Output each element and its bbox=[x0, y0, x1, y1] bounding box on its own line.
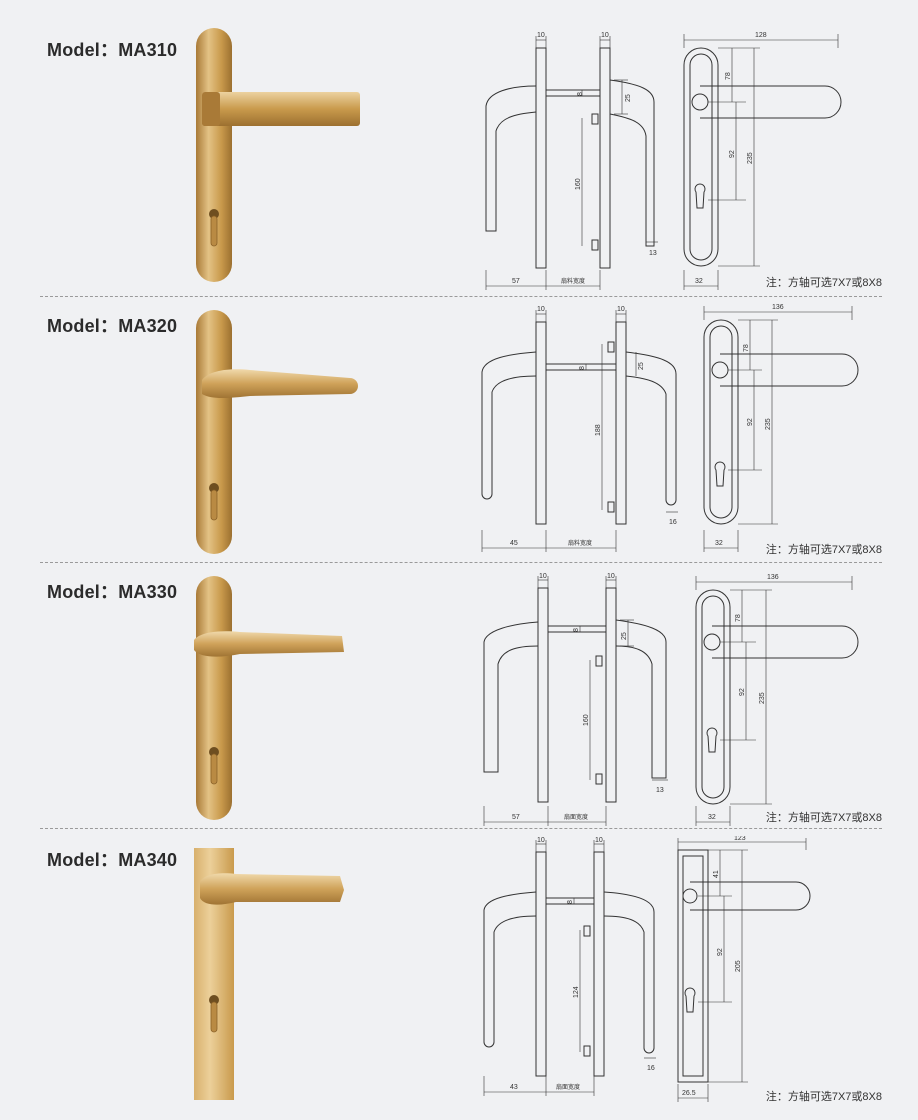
dim-label: 10 bbox=[537, 306, 545, 313]
dim-label: 16 bbox=[669, 519, 677, 526]
dim-label: 78 bbox=[735, 614, 742, 622]
dim-label: 13 bbox=[649, 250, 657, 257]
dim-label: 10 bbox=[601, 32, 609, 39]
product-section-ma340: Model：MA340 bbox=[0, 830, 918, 1120]
dim-label: 10 bbox=[537, 32, 545, 39]
dim-label: 扇料宽度 bbox=[568, 539, 592, 547]
model-title: Model：MA310 bbox=[47, 40, 178, 60]
dim-label: 92 bbox=[729, 150, 736, 158]
dim-label: 123 bbox=[734, 836, 746, 842]
dim-label: 8 bbox=[577, 92, 584, 96]
dim-label: 188 bbox=[595, 424, 602, 436]
dim-label: 235 bbox=[765, 418, 772, 430]
product-section-ma320: Model：MA320 bbox=[0, 298, 918, 562]
dim-label: 43 bbox=[510, 1084, 518, 1091]
technical-drawing: 10 10 8 124 16 43 扇面宽度 123 41 92 205 26.… bbox=[483, 836, 811, 1102]
dim-label: 136 bbox=[767, 574, 779, 581]
product-photo bbox=[196, 310, 358, 554]
dim-label: 8 bbox=[579, 366, 586, 370]
dim-label: 57 bbox=[512, 814, 520, 821]
dim-label: 92 bbox=[747, 418, 754, 426]
dim-label: 128 bbox=[755, 32, 767, 39]
dim-label: 160 bbox=[583, 714, 590, 726]
dim-label: 8 bbox=[567, 900, 574, 904]
dim-label: 10 bbox=[537, 837, 545, 844]
section-divider bbox=[40, 296, 882, 297]
dim-label: 136 bbox=[772, 304, 784, 311]
dim-label: 78 bbox=[725, 72, 732, 80]
dim-label: 10 bbox=[595, 837, 603, 844]
dim-label: 13 bbox=[656, 787, 664, 794]
product-section-ma310: Model：MA310 bbox=[0, 0, 918, 296]
dim-label: 57 bbox=[512, 278, 520, 285]
dim-label: 32 bbox=[715, 540, 723, 547]
dim-label: 25 bbox=[638, 362, 645, 370]
model-title: Model：MA340 bbox=[47, 850, 178, 870]
dim-label: 92 bbox=[717, 948, 724, 956]
dim-label: 16 bbox=[647, 1065, 655, 1072]
dim-label: 扇料宽度 bbox=[561, 277, 585, 285]
dim-label: 124 bbox=[573, 986, 580, 998]
dim-label: 92 bbox=[739, 688, 746, 696]
dim-label: 10 bbox=[617, 306, 625, 313]
dim-label: 10 bbox=[607, 573, 615, 580]
shaft-note: 注：方轴可选7X7或8X8 bbox=[765, 277, 882, 289]
product-photo bbox=[194, 848, 344, 1100]
shaft-note: 注：方轴可选7X7或8X8 bbox=[765, 812, 882, 824]
dim-label: 8 bbox=[573, 628, 580, 632]
section-divider bbox=[40, 562, 882, 563]
dim-label: 78 bbox=[743, 344, 750, 352]
dim-label: 235 bbox=[759, 692, 766, 704]
shaft-note: 注：方轴可选7X7或8X8 bbox=[765, 1091, 882, 1103]
product-section-ma330: Model：MA330 bbox=[0, 564, 918, 828]
dim-label: 扇面宽度 bbox=[556, 1083, 580, 1091]
dim-label: 205 bbox=[735, 960, 742, 972]
shaft-note: 注：方轴可选7X7或8X8 bbox=[765, 544, 882, 556]
dim-label: 45 bbox=[510, 540, 518, 547]
dim-label: 160 bbox=[575, 178, 582, 190]
dim-label: 32 bbox=[695, 278, 703, 285]
technical-drawing: 10 10 8 25 188 16 45 扇料宽度 136 78 92 235 … bbox=[481, 304, 859, 552]
dim-label: 扇面宽度 bbox=[564, 813, 588, 821]
product-photo bbox=[194, 576, 344, 820]
dim-label: 25 bbox=[625, 94, 632, 102]
model-title: Model：MA330 bbox=[47, 582, 178, 602]
dim-label: 235 bbox=[747, 152, 754, 164]
model-title: Model：MA320 bbox=[47, 316, 178, 336]
dim-label: 25 bbox=[621, 632, 628, 640]
dim-label: 10 bbox=[539, 573, 547, 580]
section-divider bbox=[40, 828, 882, 829]
technical-drawing: 10 10 8 25 160 13 57 扇料宽度 128 78 92 235 … bbox=[485, 32, 842, 290]
product-photo bbox=[196, 28, 360, 282]
technical-drawing: 10 10 8 25 160 13 57 扇面宽度 136 78 92 235 … bbox=[483, 573, 859, 826]
dim-label: 26.5 bbox=[682, 1090, 696, 1097]
dim-label: 41 bbox=[713, 870, 720, 878]
dim-label: 32 bbox=[708, 814, 716, 821]
